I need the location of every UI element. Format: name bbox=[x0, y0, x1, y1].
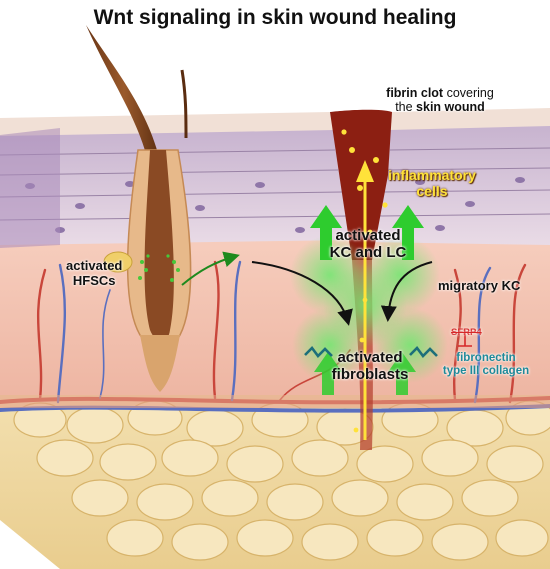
hair-shaft-2 bbox=[180, 69, 188, 139]
hfsc-dots bbox=[138, 254, 180, 282]
hair-bulb bbox=[140, 335, 180, 392]
signal-arrow-lower-left bbox=[314, 352, 342, 395]
page-title: Wnt signaling in skin wound healing bbox=[93, 6, 457, 29]
signal-arrow-right bbox=[392, 205, 424, 260]
inflammatory-cell-marks bbox=[341, 129, 388, 433]
inflammatory-arrow-head bbox=[356, 160, 374, 182]
hfsc-arrow bbox=[181, 251, 240, 286]
skin-surface-right bbox=[390, 108, 550, 130]
sfrp4-inhibition bbox=[458, 330, 472, 347]
hair-root bbox=[144, 150, 174, 342]
fibrin-clot bbox=[330, 109, 392, 260]
fat-cells bbox=[13, 400, 550, 561]
dermis-front bbox=[0, 395, 550, 408]
migration-arrow-left bbox=[251, 261, 353, 326]
left-edge bbox=[0, 128, 60, 248]
signal-arrows bbox=[310, 205, 424, 395]
migratory-kc-label: migratory KC bbox=[438, 278, 521, 293]
signal-arrow-left bbox=[310, 205, 342, 260]
fibrin-clot-label: fibrin clot covering the skin wound bbox=[386, 86, 494, 114]
sfrp4-label: SFRP4 bbox=[451, 327, 482, 338]
fibroblast-right bbox=[409, 346, 438, 358]
wnt-glow bbox=[142, 235, 448, 383]
fibroblast-left bbox=[304, 346, 333, 358]
migration-arrow-right bbox=[380, 261, 433, 322]
sebaceous-gland bbox=[103, 251, 133, 273]
skin-surface bbox=[0, 112, 335, 136]
hair-shaft bbox=[86, 25, 162, 170]
signal-arrow-lower-right bbox=[388, 352, 416, 395]
